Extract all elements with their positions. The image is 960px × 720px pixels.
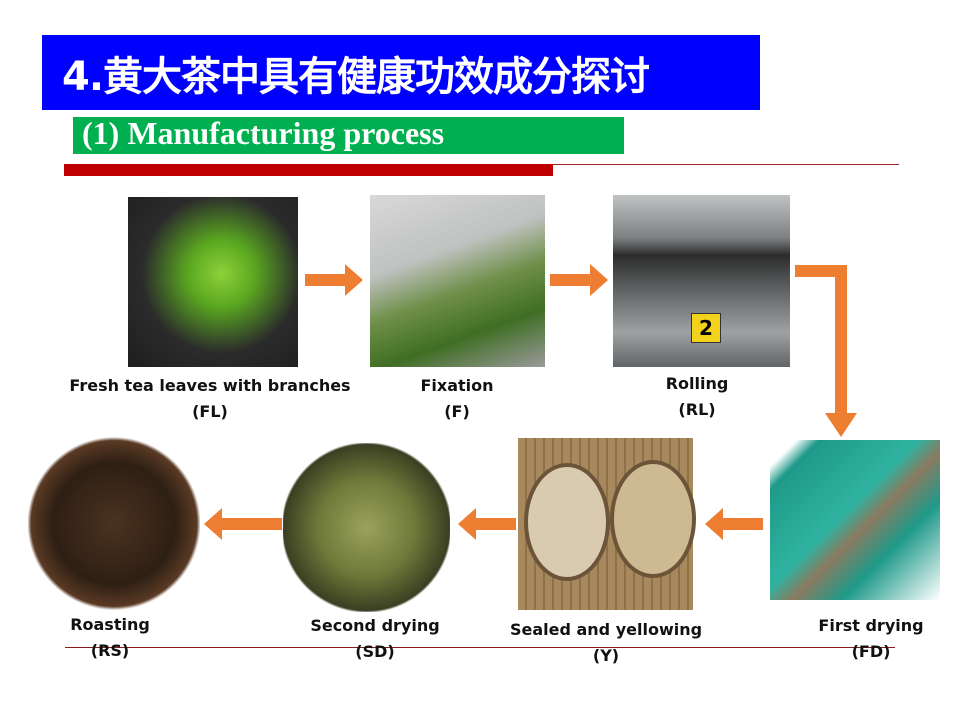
step-name: First drying [818, 616, 924, 635]
slide-title: 4.黄大茶中具有健康功效成分探讨 [62, 54, 650, 100]
photo-sealed-yellowing [518, 438, 696, 610]
step-abbr: (RS) [90, 641, 130, 660]
step-label-fd: First drying (FD) [818, 613, 923, 665]
subtitle-bar [73, 117, 624, 154]
arrow-left-icon [705, 508, 763, 540]
step-name: Second drying [310, 616, 440, 635]
arrow-right-icon [305, 264, 363, 296]
step-abbr: (Y) [592, 646, 620, 665]
subtitle: (1) Manufacturing process [82, 115, 445, 151]
step-abbr: (FD) [851, 642, 891, 661]
arrow-elbow-down-icon [795, 265, 857, 437]
photo-rolling: 2 [613, 195, 790, 367]
accent-bar [64, 164, 553, 176]
step-label-rs: Roasting (RS) [70, 612, 150, 664]
step-name: Rolling [665, 374, 729, 393]
step-name: Fixation [420, 376, 494, 395]
step-abbr: (SD) [355, 642, 395, 661]
arrow-right-icon [550, 264, 608, 296]
bottom-divider [65, 647, 895, 648]
divider-line [553, 164, 899, 165]
step-name: Fresh tea leaves with branches [69, 376, 351, 395]
arrow-left-icon [458, 508, 516, 540]
step-label-rl: Rolling (RL) [666, 371, 729, 423]
arrow-left-icon [204, 508, 282, 540]
step-abbr: (FL) [192, 402, 228, 421]
step-abbr: (RL) [678, 400, 716, 419]
step-label-y: Sealed and yellowing (Y) [510, 617, 702, 669]
photo-fixation [370, 195, 545, 367]
photo-second-drying [283, 443, 450, 612]
photo-first-drying [770, 440, 940, 600]
photo-roasting [28, 437, 200, 610]
step-label-fl: Fresh tea leaves with branches (FL) [69, 373, 350, 425]
step-abbr: (F) [444, 402, 470, 421]
photo-fresh-leaves [128, 197, 298, 367]
step-label-sd: Second drying (SD) [310, 613, 439, 665]
step-name: Sealed and yellowing [509, 620, 703, 639]
step-label-f: Fixation (F) [420, 373, 493, 425]
step-name: Roasting [70, 615, 150, 634]
title-bar [42, 35, 760, 110]
